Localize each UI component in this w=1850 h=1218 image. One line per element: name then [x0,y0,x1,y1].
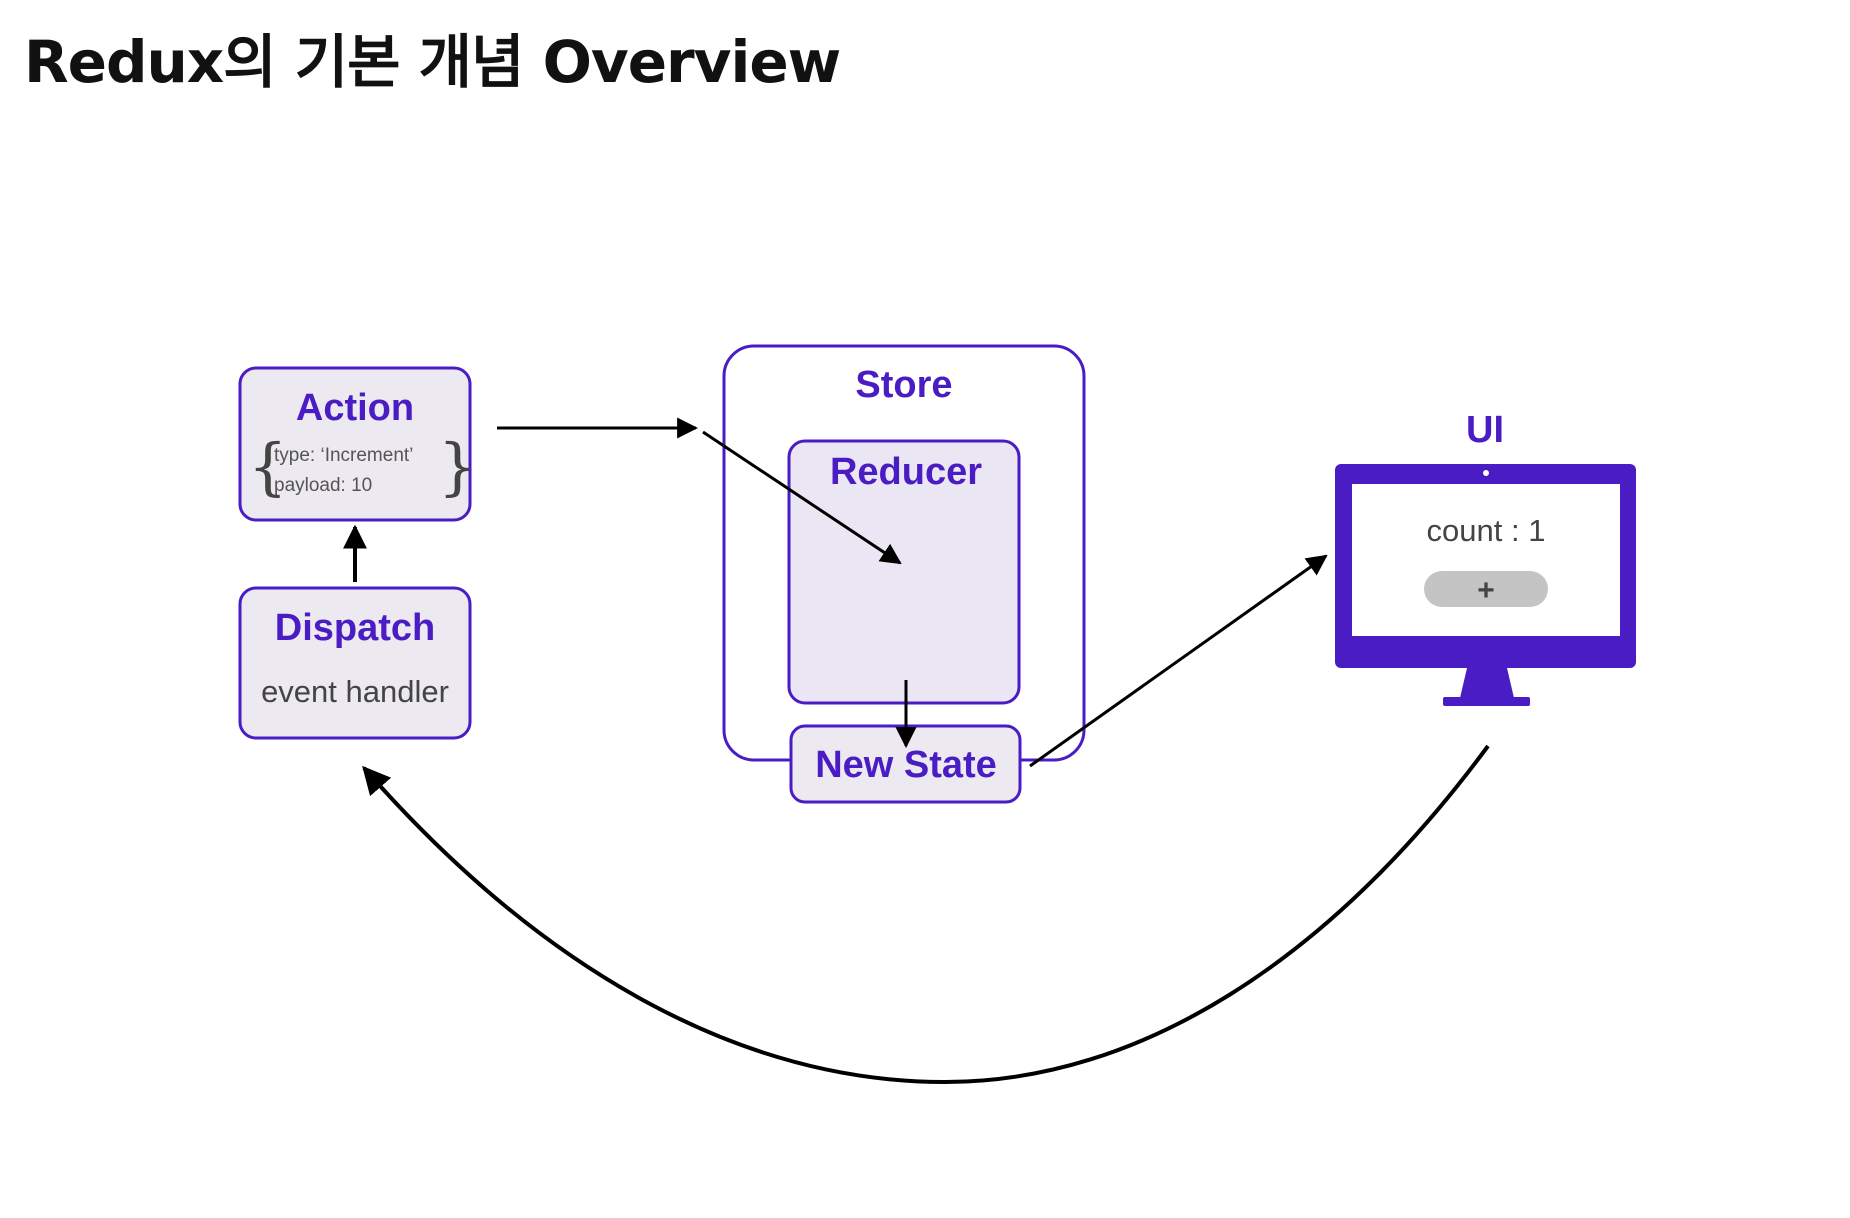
ui-title: UI [1466,409,1504,451]
ui-to-dispatch-arrow [362,744,1490,1085]
action-title: Action [296,387,414,429]
action-open-brace: { [248,430,287,503]
action-payload-line: payload: 10 [274,475,372,496]
reducer-title: Reducer [830,451,982,493]
store-title: Store [855,364,952,406]
ui-count-label: count : 1 [1427,513,1546,548]
action-type-line: type: ‘Increment’ [274,445,413,466]
ui-increment-button[interactable]: + [1424,571,1548,607]
action-node: Action { type: ‘Increment’ payload: 10 } [238,366,477,522]
page-title: Redux의 기본 개념 Overview [24,28,841,96]
dispatch-node: Dispatch event handler [238,586,472,740]
new-state-title: New State [815,744,997,786]
store-to-reducer-arrow [702,430,902,565]
dispatch-subtitle: event handler [261,674,449,709]
new-state-to-ui-arrow [1029,554,1328,768]
monitor-icon [1335,464,1636,706]
action-close-brace: } [438,430,477,503]
dispatch-title: Dispatch [275,607,435,649]
ui-increment-button-label: + [1477,574,1495,607]
reducer-node: Reducer [787,439,1021,705]
